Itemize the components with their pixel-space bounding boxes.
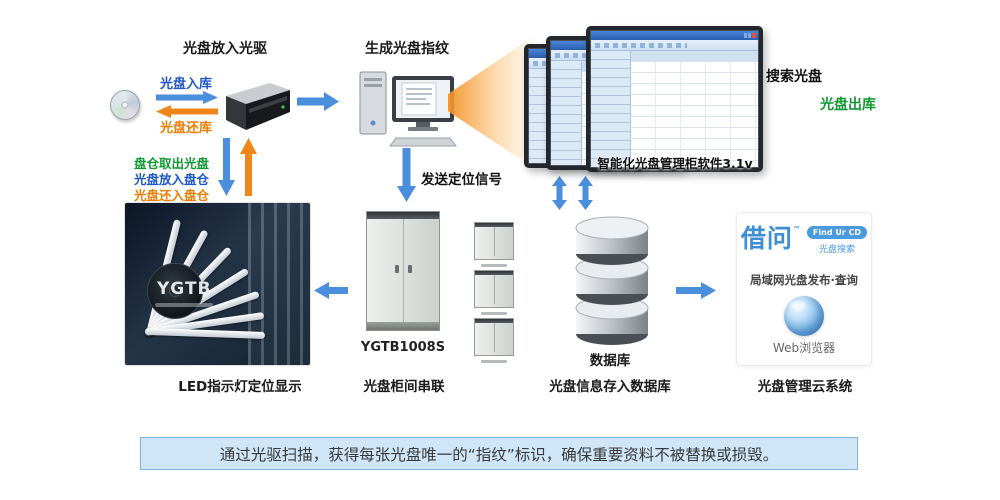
database-icon bbox=[570, 212, 654, 348]
arrow-cabinet-to-led bbox=[314, 282, 352, 303]
window-titlebar bbox=[591, 31, 758, 40]
disc-search-label: 光盘搜索 bbox=[818, 245, 855, 255]
monitor-screen bbox=[590, 30, 759, 168]
lan-publish-label: 局域网光盘发布·查询 bbox=[750, 273, 858, 287]
software-title: 智能化光盘管理柜软件3.1v bbox=[597, 156, 753, 171]
caption-cloud: 光盘管理云系统 bbox=[757, 379, 853, 395]
jiewen-logo: 借问™ bbox=[740, 224, 802, 253]
monitor-front bbox=[586, 26, 763, 172]
label-search-disc: 搜索光盘 bbox=[766, 69, 822, 85]
cloud-card: 借问™ Find Ur CD 光盘搜索 局域网光盘发布·查询 Web浏览器 bbox=[736, 212, 872, 366]
arrow-disc-return-left bbox=[156, 103, 218, 122]
cabinet-door-left bbox=[367, 219, 404, 322]
arrow-monitor-db-1 bbox=[552, 176, 567, 214]
arrow-monitor-db-2 bbox=[578, 176, 593, 214]
window-table bbox=[631, 51, 758, 167]
label-disc-in: 光盘入库 bbox=[160, 77, 213, 92]
find-ur-cd-badge: Find Ur CD bbox=[806, 226, 868, 239]
computer-image bbox=[358, 68, 458, 152]
cabinet-door-right bbox=[404, 219, 440, 322]
window-toolbar bbox=[591, 40, 758, 51]
arrow-drive-to-computer bbox=[297, 92, 339, 115]
caption-cabinet: 光盘柜间串联 bbox=[363, 379, 445, 395]
bin-operations: 盘仓取出光盘 光盘放入盘仓 光盘还入盘仓 bbox=[134, 156, 214, 204]
label-bin-return: 光盘还入盘仓 bbox=[134, 188, 210, 203]
cabinet-model-label: YGTB1008S bbox=[360, 340, 446, 355]
globe-icon bbox=[784, 296, 824, 336]
small-cabinet-2 bbox=[470, 270, 518, 315]
window-sidebar bbox=[551, 61, 582, 165]
label-bin-out: 盘仓取出光盘 bbox=[134, 156, 210, 171]
disc-cabinet bbox=[366, 211, 440, 331]
disc-in-slot bbox=[147, 263, 203, 319]
led-photo: YGTB bbox=[125, 203, 310, 365]
arrow-bin-up bbox=[240, 138, 257, 200]
arrow-signal-down bbox=[397, 148, 416, 206]
caption-led: LED指示灯定位显示 bbox=[178, 379, 302, 395]
bottom-banner: 通过光驱扫描，获得每张光盘唯一的“指纹”标识，确保重要资料不被替换或损毁。 bbox=[140, 437, 858, 470]
window-sidebar bbox=[591, 51, 632, 167]
database-label: 数据库 bbox=[589, 353, 631, 369]
small-cabinet-3 bbox=[470, 318, 518, 363]
led-watermark: YGTB bbox=[157, 279, 212, 299]
label-disc-return: 光盘还库 bbox=[160, 121, 213, 136]
optical-drive-image bbox=[224, 80, 292, 136]
label-bin-in: 光盘放入盘仓 bbox=[134, 172, 210, 187]
label-send-signal: 发送定位信号 bbox=[421, 172, 502, 188]
cd-icon bbox=[110, 90, 140, 120]
cabinet-photo: YGTB1008S bbox=[348, 205, 458, 363]
small-cabinet-1 bbox=[470, 222, 518, 267]
cabinet-slots bbox=[248, 203, 310, 365]
caption-database: 光盘信息存入数据库 bbox=[549, 379, 671, 395]
arrow-disc-in-right bbox=[156, 89, 218, 108]
arrow-drive-down bbox=[218, 138, 235, 200]
title-drive: 光盘放入光驱 bbox=[183, 41, 267, 57]
banner-text: 通过光驱扫描，获得每张光盘唯一的“指纹”标识，确保重要资料不被替换或损毁。 bbox=[219, 445, 779, 464]
arrow-db-to-cloud bbox=[676, 282, 716, 303]
web-browser-label: Web浏览器 bbox=[772, 341, 836, 355]
led-watermark-sub bbox=[155, 303, 213, 307]
label-disc-out: 光盘出库 bbox=[820, 97, 876, 113]
title-fingerprint: 生成光盘指纹 bbox=[365, 41, 449, 57]
